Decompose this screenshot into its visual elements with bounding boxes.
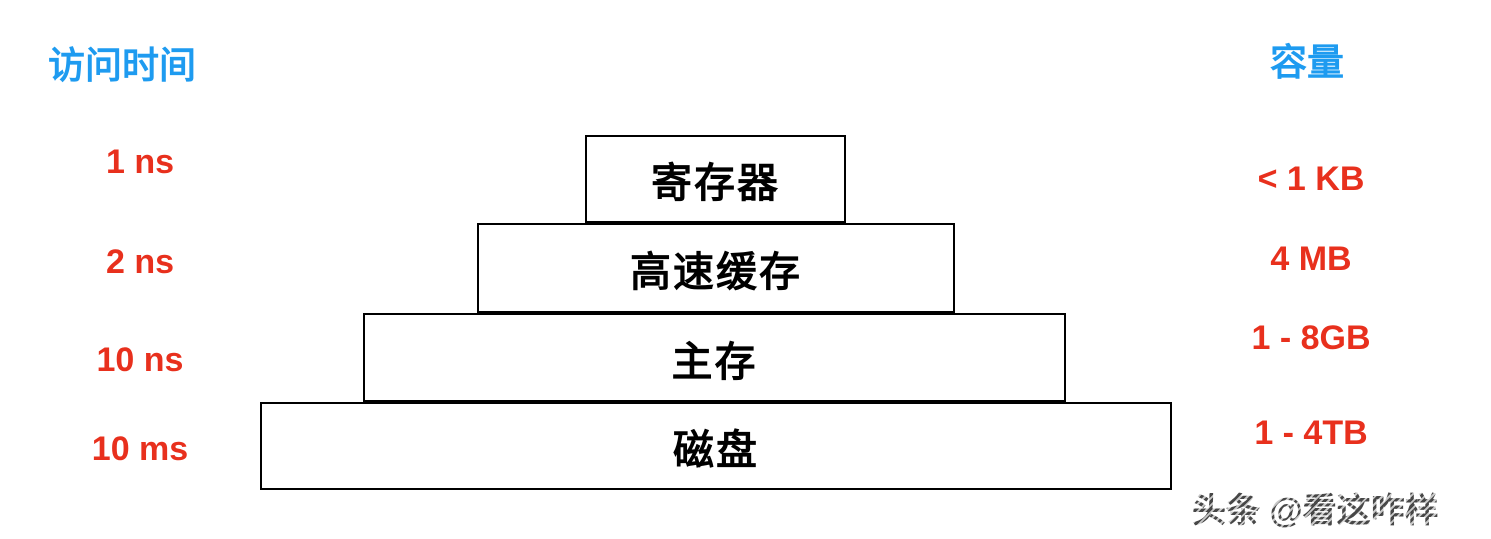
- pyramid-level-register: 寄存器: [585, 135, 846, 223]
- pyramid-level-register-label: 寄存器: [651, 160, 780, 206]
- pyramid-level-cache-label: 高速缓存: [630, 249, 802, 295]
- capacity-value-cache: 4 MB: [1270, 240, 1352, 278]
- access-time-value-cache: 2 ns: [105, 243, 175, 281]
- watermark: 头条 @看这咋样: [1192, 483, 1439, 532]
- capacity-value-register: < 1 KB: [1257, 160, 1365, 198]
- access-time-value-main-memory: 10 ns: [96, 341, 184, 379]
- pyramid-level-main-memory-label: 主存: [671, 338, 758, 385]
- pyramid-level-disk-label: 磁盘: [673, 427, 759, 473]
- capacity-header: 容量: [1270, 42, 1344, 83]
- access-time-value-disk: 10 ms: [91, 430, 189, 468]
- pyramid-level-main-memory: 主存: [363, 313, 1066, 402]
- access-time-value-register: 1 ns: [105, 143, 175, 181]
- pyramid-level-disk: 磁盘: [260, 402, 1172, 490]
- pyramid-level-cache: 高速缓存: [477, 223, 955, 313]
- capacity-value-disk: 1 - 4TB: [1254, 414, 1368, 452]
- access-time-header: 访问时间: [48, 45, 196, 86]
- capacity-value-main-memory: 1 - 8GB: [1251, 319, 1371, 357]
